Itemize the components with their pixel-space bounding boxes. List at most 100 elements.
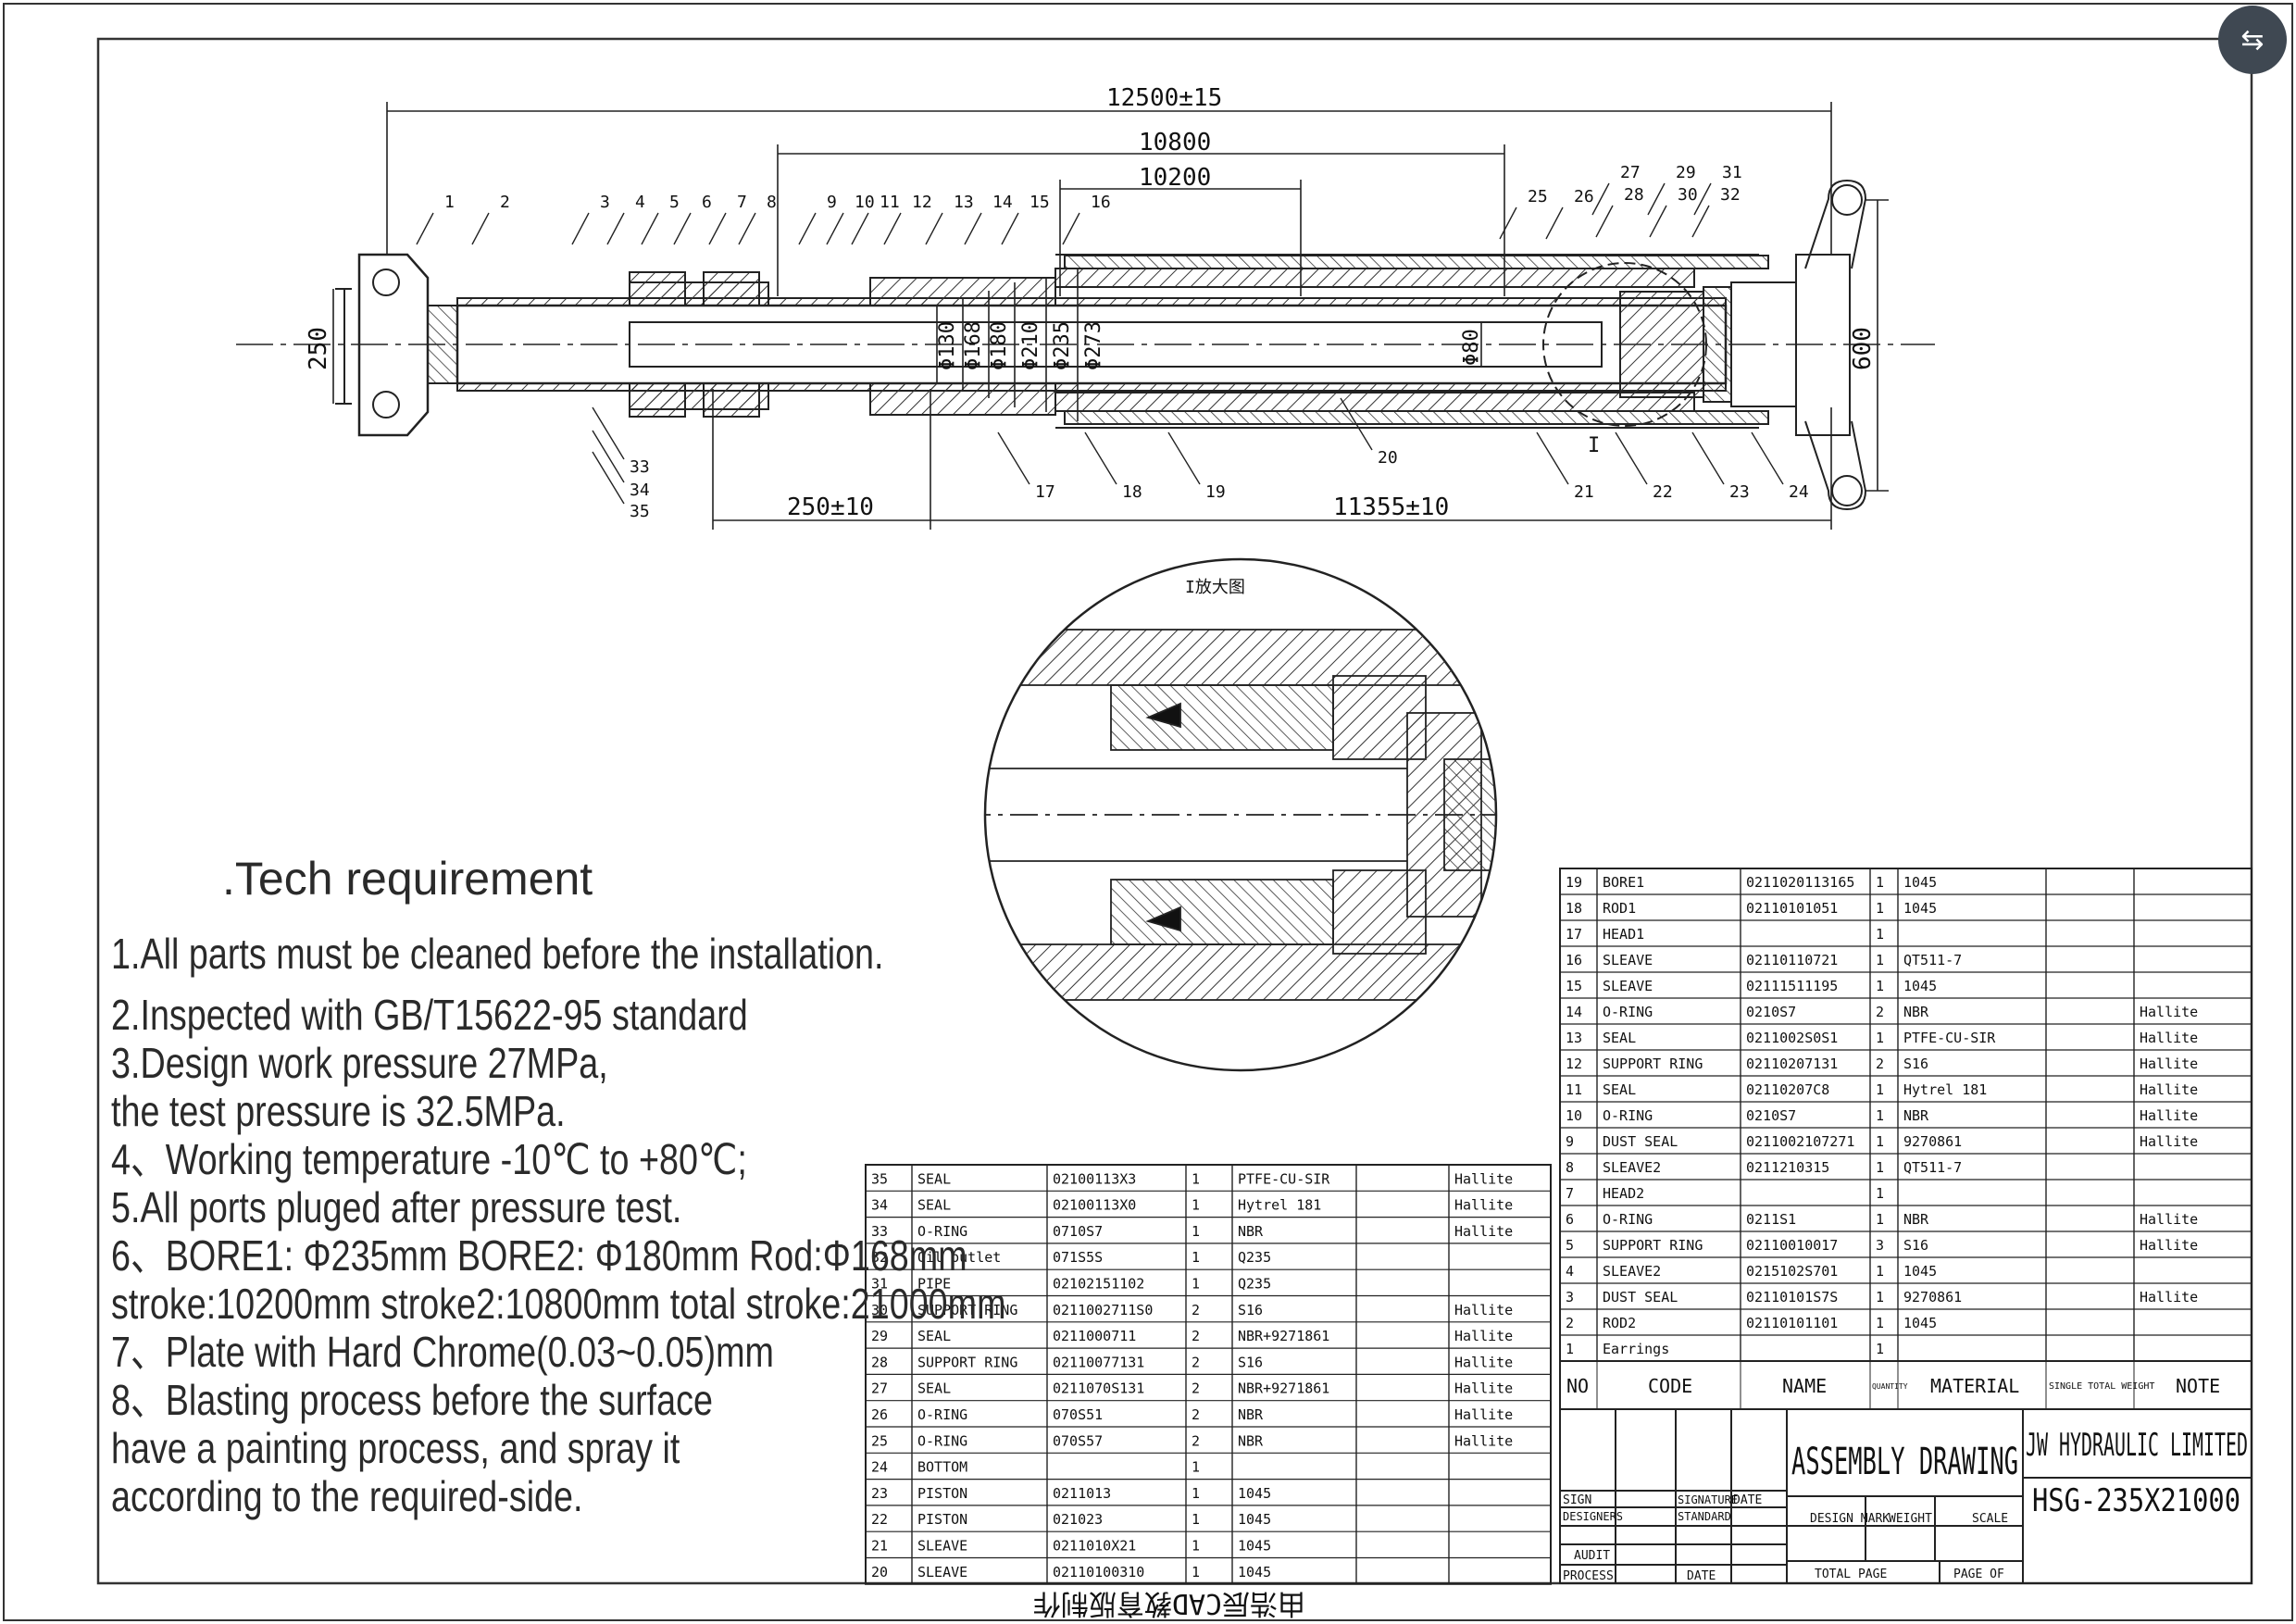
balloon-22: 22 xyxy=(1653,482,1673,502)
balloon-leader xyxy=(798,212,817,245)
bom-material: S16 xyxy=(1903,1056,1928,1072)
balloon-leader xyxy=(1340,397,1373,451)
bom-material: NBR xyxy=(1238,1406,1264,1423)
tech-line-10: 8、Blasting process before the surface xyxy=(111,1376,713,1424)
bom-qty: 1 xyxy=(1192,1197,1200,1214)
tb-standard: STANDARD xyxy=(1678,1510,1731,1523)
bom-note: Hallite xyxy=(1454,1170,1513,1187)
bom-material: QT511-7 xyxy=(1903,1159,1962,1176)
tech-line-8: stroke:10200mm stroke2:10800mm total str… xyxy=(111,1280,1006,1328)
bom-name: DUST SEAL xyxy=(1603,1289,1678,1305)
balloon-17: 17 xyxy=(1035,482,1055,502)
bom-material: 1045 xyxy=(1238,1511,1271,1528)
bom-name: ROD1 xyxy=(1603,900,1636,917)
balloon-13: 13 xyxy=(954,193,974,212)
balloon-23: 23 xyxy=(1729,482,1750,502)
section-mark: I xyxy=(1588,434,1600,457)
bom-no: 25 xyxy=(871,1432,888,1449)
bom-name: O-RING xyxy=(1603,1004,1653,1020)
balloon-leader xyxy=(673,212,692,245)
bom-no: 32 xyxy=(871,1249,888,1266)
balloon-34: 34 xyxy=(630,481,650,500)
bom-name: SLEAVE2 xyxy=(1603,1159,1661,1176)
bom-material: 1045 xyxy=(1238,1564,1271,1580)
bom-qty: 1 xyxy=(1192,1223,1200,1240)
bom-name: SEAL xyxy=(917,1380,951,1397)
bom-note: Hallite xyxy=(1454,1223,1513,1240)
bom-code: 0210S7 xyxy=(1746,1004,1796,1020)
bom-no: 28 xyxy=(871,1354,888,1370)
tb-sign: SIGN xyxy=(1563,1493,1591,1507)
tech-line-9: 7、Plate with Hard Chrome(0.03~0.05)mm xyxy=(111,1328,774,1376)
balloon-leader xyxy=(1693,182,1712,216)
bom-code: 02100113X3 xyxy=(1053,1170,1136,1187)
balloon-19: 19 xyxy=(1205,482,1226,502)
company-name: JW HYDRAULIC LIMITED xyxy=(2026,1427,2248,1464)
balloon-leader xyxy=(1545,206,1564,240)
bom-no: 13 xyxy=(1566,1030,1582,1046)
bom-material: 1045 xyxy=(1903,874,1937,891)
tb-designers: DESIGNERS xyxy=(1563,1510,1623,1523)
dim-right-length: 11355±10 xyxy=(1333,493,1449,521)
balloon-leader xyxy=(571,212,590,245)
bom-no: 8 xyxy=(1566,1159,1574,1176)
dim-stroke2: 10800 xyxy=(1139,129,1211,156)
balloon-leader xyxy=(1691,205,1710,238)
tb-date-bottom: DATE xyxy=(1687,1569,1716,1583)
bom-qty: 2 xyxy=(1876,1056,1884,1072)
bom-material: NBR xyxy=(1238,1223,1264,1240)
balloon-leader xyxy=(1062,212,1080,245)
bom-no: 19 xyxy=(1566,874,1582,891)
bom-qty: 1 xyxy=(1876,1081,1884,1098)
bom-qty: 1 xyxy=(1876,900,1884,917)
bom-header-no: NO xyxy=(1566,1375,1589,1397)
bom-material: NBR+9271861 xyxy=(1238,1380,1329,1397)
balloon-7: 7 xyxy=(737,193,747,212)
bom-code: 0211020113165 xyxy=(1746,874,1854,891)
tb-audit: AUDIT xyxy=(1574,1549,1610,1563)
tech-line-11: have a painting process, and spray it xyxy=(111,1424,680,1472)
bom-note: Hallite xyxy=(1454,1354,1513,1370)
bom-no: 10 xyxy=(1566,1107,1582,1124)
bom-note: Hallite xyxy=(2140,1081,2198,1098)
bom-material: Q235 xyxy=(1238,1276,1271,1293)
balloon-leader xyxy=(606,212,625,245)
balloon-29: 29 xyxy=(1676,163,1696,182)
bom-no: 21 xyxy=(871,1538,888,1555)
bom-qty: 1 xyxy=(1192,1459,1200,1476)
bom-no: 15 xyxy=(1566,978,1582,994)
bom-qty: 1 xyxy=(1876,1159,1884,1176)
bom-no: 34 xyxy=(871,1197,888,1214)
bom-qty: 1 xyxy=(1876,1030,1884,1046)
bom-note: Hallite xyxy=(1454,1406,1513,1423)
bom-name: SEAL xyxy=(1603,1081,1636,1098)
bom-no: 7 xyxy=(1566,1185,1574,1202)
balloon-35: 35 xyxy=(630,502,650,521)
bom-material: S16 xyxy=(1903,1237,1928,1254)
bom-code: 0211013 xyxy=(1053,1485,1111,1502)
translate-icon[interactable]: ⇆ xyxy=(2218,6,2287,74)
bom-no: 12 xyxy=(1566,1056,1582,1072)
balloon-25: 25 xyxy=(1528,187,1548,206)
bom-no: 2 xyxy=(1566,1315,1574,1331)
bom-name: SEAL xyxy=(917,1197,951,1214)
bom-no: 18 xyxy=(1566,900,1582,917)
dim-d5: Φ235 xyxy=(1051,321,1074,370)
bom-note: Hallite xyxy=(1454,1328,1513,1344)
bom-header: NO CODE NAME QUANTITY MATERIAL SINGLE TO… xyxy=(1559,1360,2252,1410)
bom-material: S16 xyxy=(1238,1302,1263,1318)
bom-name: BOTTOM xyxy=(917,1459,967,1476)
bom-no: 29 xyxy=(871,1328,888,1344)
bom-qty: 1 xyxy=(1192,1170,1200,1187)
bom-qty: 1 xyxy=(1192,1564,1200,1580)
bom-qty: 1 xyxy=(1876,1107,1884,1124)
bom-material: NBR xyxy=(1903,1004,1929,1020)
